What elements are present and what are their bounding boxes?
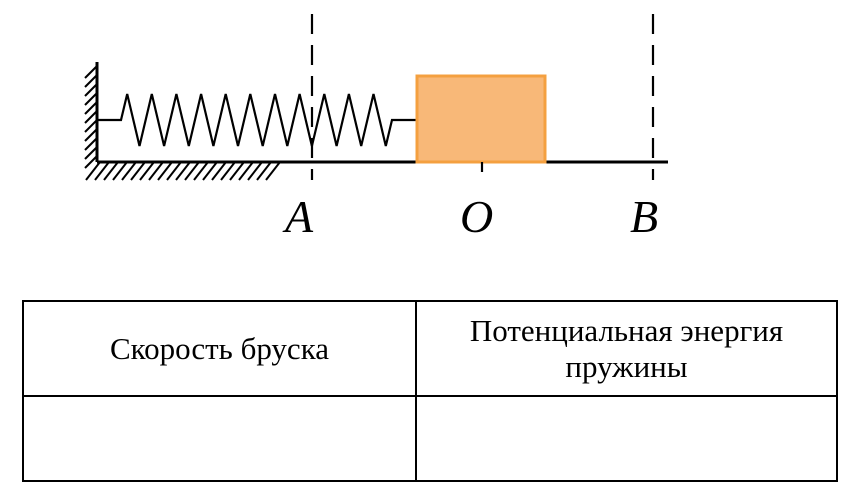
hatch-mark xyxy=(238,161,254,181)
hatch-mark xyxy=(84,65,98,79)
hatch-mark xyxy=(84,137,98,151)
hatch-mark xyxy=(256,161,272,181)
hatch-mark xyxy=(84,74,98,88)
hatch-mark xyxy=(103,161,119,181)
hatch-mark xyxy=(85,161,101,181)
hatch-mark xyxy=(84,92,98,106)
label-point-b: B xyxy=(630,191,658,242)
hatch-mark xyxy=(84,101,98,115)
hatch-mark xyxy=(166,161,182,181)
floor xyxy=(85,160,668,181)
hatch-mark xyxy=(247,161,263,181)
answer-cell-block-speed[interactable] xyxy=(22,395,417,482)
hatch-mark xyxy=(94,161,110,181)
answer-cell-spring-potential-energy[interactable] xyxy=(415,395,838,482)
hatch-mark xyxy=(265,161,281,181)
hatch-mark xyxy=(84,146,98,160)
wall xyxy=(84,62,99,169)
header-spring-potential-energy: Потенциальная энергия пружины xyxy=(415,300,838,397)
label-point-a: A xyxy=(282,191,314,242)
spring xyxy=(97,93,417,147)
spring-block-diagram: A O B xyxy=(84,14,668,242)
hatch-mark xyxy=(211,161,227,181)
hatch-mark xyxy=(157,161,173,181)
table-answer-row xyxy=(22,395,838,482)
block xyxy=(415,74,547,164)
wall-hatching xyxy=(84,65,98,169)
hatch-mark xyxy=(84,83,98,97)
hatch-mark xyxy=(84,155,98,169)
hatch-mark xyxy=(84,128,98,142)
hatch-mark xyxy=(121,161,137,181)
table-header-row: Скорость бруска Потенциальная энергия пр… xyxy=(22,300,838,397)
hatch-mark xyxy=(84,119,98,133)
hatch-mark xyxy=(229,161,245,181)
hatch-mark xyxy=(202,161,218,181)
floor-hatching xyxy=(85,161,281,181)
hatch-mark xyxy=(193,161,209,181)
header-block-speed: Скорость бруска xyxy=(22,300,417,397)
hatch-mark xyxy=(175,161,191,181)
hatch-mark xyxy=(130,161,146,181)
answer-table: Скорость бруска Потенциальная энергия пр… xyxy=(22,300,838,482)
hatch-mark xyxy=(220,161,236,181)
hatch-mark xyxy=(148,161,164,181)
hatch-mark xyxy=(139,161,155,181)
hatch-mark xyxy=(84,110,98,124)
hatch-mark xyxy=(112,161,128,181)
hatch-mark xyxy=(184,161,200,181)
label-point-o: O xyxy=(460,191,493,242)
